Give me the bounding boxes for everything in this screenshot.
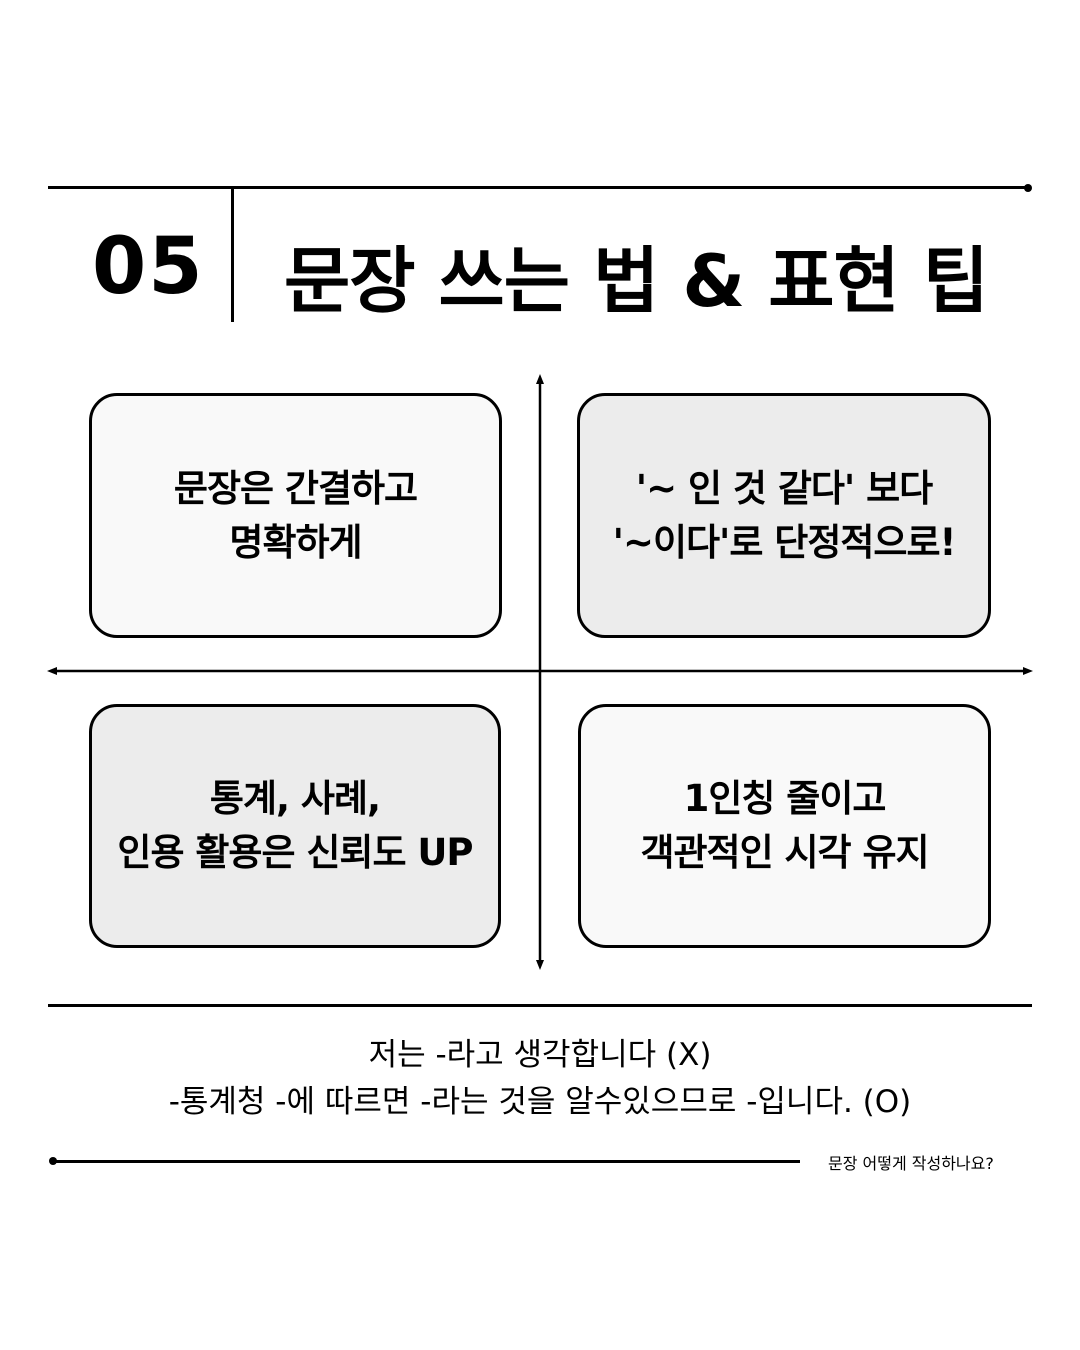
example-block: 저는 -라고 생각합니다 (X) -통계청 -에 따르면 -라는 것을 알수있으…	[0, 1032, 1080, 1126]
arrow-down-icon	[536, 960, 544, 970]
arrow-left-icon	[47, 667, 57, 675]
tip-text: 1인칭 줄이고 객관적인 시각 유지	[640, 777, 929, 874]
tip-card-evidence: 통계, 사례, 인용 활용은 신뢰도 UP	[89, 704, 501, 948]
tip-text: '~ 인 것 같다' 보다 '~이다'로 단정적으로!	[612, 466, 957, 564]
arrow-up-icon	[536, 374, 544, 384]
bad-example: 저는 -라고 생각합니다 (X)	[368, 1037, 712, 1073]
bottom-rule	[48, 1004, 1032, 1007]
tip-card-objective: 1인칭 줄이고 객관적인 시각 유지	[578, 704, 991, 948]
footer-caption: 문장 어떻게 작성하나요?	[828, 1154, 994, 1173]
arrow-right-icon	[1023, 667, 1033, 675]
tip-text: 통계, 사례, 인용 활용은 신뢰도 UP	[117, 777, 473, 874]
top-rule	[48, 186, 1028, 189]
top-rule-dot	[1024, 184, 1032, 192]
footer-rule	[52, 1160, 800, 1163]
tip-text: 문장은 간결하고 명확하게	[173, 466, 418, 564]
page-title: 문장 쓰는 법 & 표현 팁	[284, 239, 989, 323]
good-example: -통계청 -에 따르면 -라는 것을 알수있으므로 -입니다. (O)	[168, 1084, 912, 1120]
section-number: 05	[92, 222, 205, 312]
tip-card-concise: 문장은 간결하고 명확하게	[89, 393, 502, 638]
tip-card-assertive: '~ 인 것 같다' 보다 '~이다'로 단정적으로!	[577, 393, 991, 638]
header-divider	[231, 189, 234, 322]
